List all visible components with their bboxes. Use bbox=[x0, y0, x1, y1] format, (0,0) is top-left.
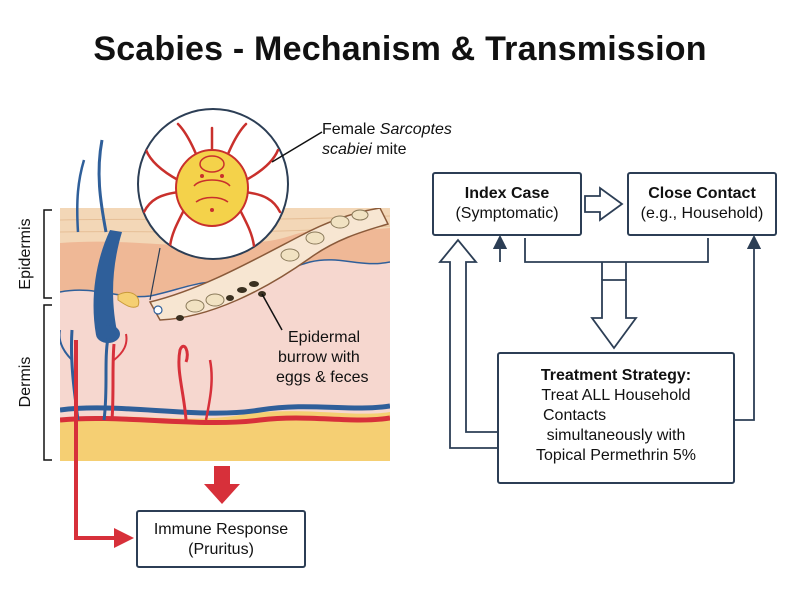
close-contact-title: Close Contact bbox=[648, 185, 756, 202]
mite-magnification bbox=[137, 108, 289, 260]
index-case-title: Index Case bbox=[464, 185, 550, 202]
epidermis-bracket bbox=[43, 209, 52, 299]
close-contact-box: Close Contact (e.g., Household) bbox=[627, 172, 777, 236]
treatment-line4: Topical Permethrin 5% bbox=[535, 447, 697, 464]
dermis-label: Dermis bbox=[17, 357, 34, 408]
immune-response-box: Immune Response (Pruritus) bbox=[136, 510, 306, 568]
hair-follicle bbox=[93, 230, 122, 336]
burrow-label-line3: eggs & feces bbox=[276, 369, 369, 386]
hollow-arrow-treatment-to-index bbox=[438, 238, 497, 449]
treatment-strategy-box: Treatment Strategy: Treat ALL Household … bbox=[497, 352, 735, 484]
burrow-label-line2: burrow with bbox=[278, 349, 360, 366]
treatment-title: Treatment Strategy: bbox=[540, 367, 692, 384]
mite-label-line2: scabiei mite bbox=[322, 141, 407, 158]
treatment-line3: simultaneously with bbox=[546, 427, 686, 444]
burrow bbox=[148, 208, 390, 321]
index-case-subtitle: (Symptomatic) bbox=[455, 205, 559, 222]
fat-layer bbox=[60, 411, 390, 461]
hollow-arrow-index-to-contact bbox=[584, 186, 624, 222]
index-case-box: Index Case (Symptomatic) bbox=[432, 172, 582, 236]
treatment-line2: Contacts bbox=[543, 407, 607, 424]
mite-icon bbox=[142, 122, 282, 248]
hair-shaft bbox=[97, 139, 108, 233]
page-title: Scabies - Mechanism & Transmission bbox=[93, 30, 707, 68]
epidermis-label: Epidermis bbox=[17, 218, 34, 289]
mite-label-line1: Female Sarcoptes bbox=[322, 121, 452, 138]
dermis-bracket bbox=[43, 304, 52, 461]
hollow-arrow-to-treatment bbox=[590, 279, 638, 350]
close-contact-subtitle: (e.g., Household) bbox=[640, 205, 764, 222]
l-arrow-immune bbox=[74, 340, 118, 540]
flow-arrows bbox=[438, 186, 762, 449]
treatment-line1: Treat ALL Household bbox=[541, 387, 691, 404]
immune-line1: Immune Response bbox=[153, 521, 289, 538]
immune-line2: (Pruritus) bbox=[188, 541, 254, 558]
artery bbox=[60, 415, 390, 426]
down-arrow-immune bbox=[204, 466, 240, 504]
burrow-label-line1: Epidermal bbox=[288, 329, 360, 346]
